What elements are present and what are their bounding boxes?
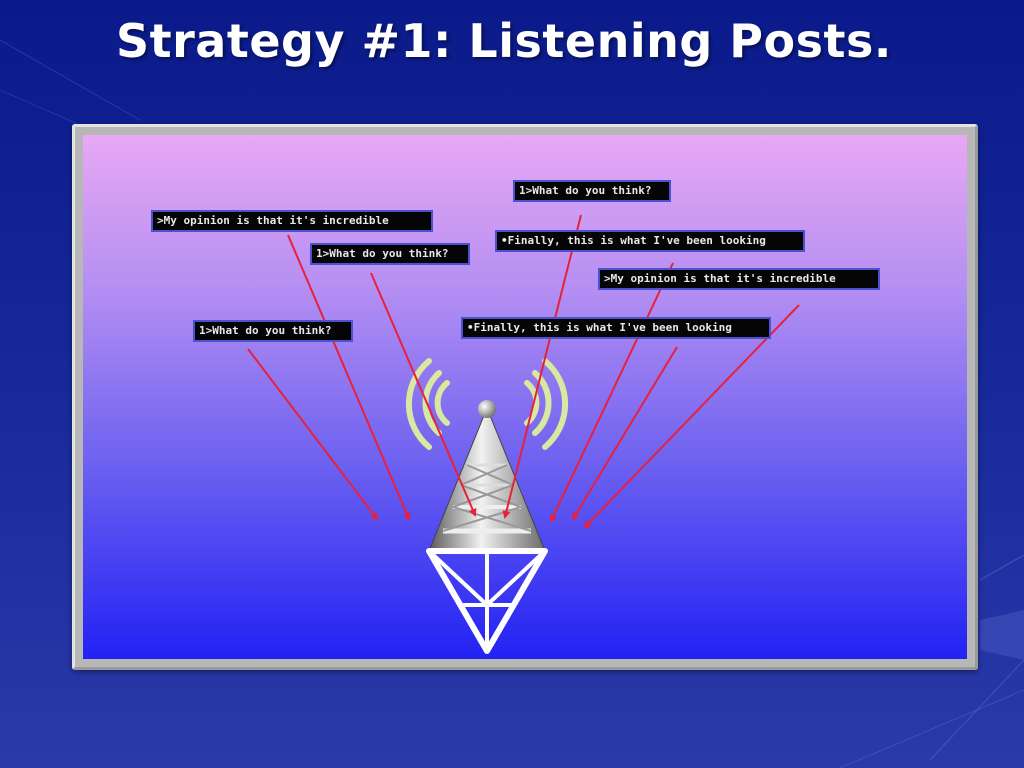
message-bubble: •Finally, this is what I've been looking — [495, 230, 805, 252]
message-arrows — [247, 214, 800, 529]
message-bubble: •Finally, this is what I've been looking — [461, 317, 771, 339]
slide-title: Strategy #1: Listening Posts. — [116, 14, 892, 68]
listening-posts-illustration: >My opinion is that it's incredible 1>Wh… — [83, 135, 967, 659]
signal-waves-icon — [405, 358, 569, 450]
message-bubble: >My opinion is that it's incredible — [598, 268, 880, 290]
message-bubble: 1>What do you think? — [193, 320, 353, 342]
picture-frame: >My opinion is that it's incredible 1>Wh… — [72, 124, 978, 670]
message-bubble: 1>What do you think? — [513, 180, 671, 202]
radio-tower-icon — [426, 400, 548, 654]
message-bubble: >My opinion is that it's incredible — [151, 210, 433, 232]
message-bubble: 1>What do you think? — [310, 243, 470, 265]
